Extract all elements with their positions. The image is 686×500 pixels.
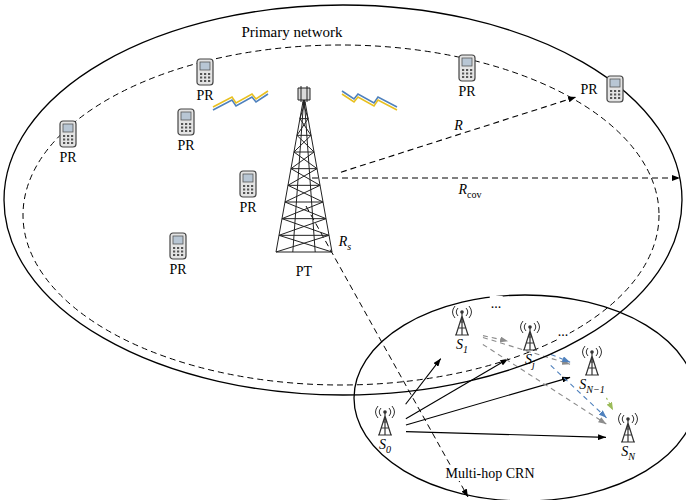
symbol-subscript: j (532, 359, 535, 370)
phone-icon (459, 55, 475, 81)
region-ellipse (4, 5, 682, 395)
radius-label: Rcov (457, 182, 482, 200)
node-label: Sj (525, 352, 535, 370)
symbol-letter: R (454, 118, 463, 133)
node-label: PR (169, 262, 186, 277)
secondary-node: SN−1 (572, 345, 612, 397)
cognitive-radio-network-region: Multi-hop CRNS0S1SjSN−1SN (353, 294, 686, 500)
secondary-node: S1 (442, 305, 482, 357)
region-title: Primary network (241, 24, 342, 41)
node-label: SN (621, 444, 635, 462)
link-arrow (406, 359, 441, 405)
coverage-radius-line (312, 178, 680, 179)
link-arrow (606, 398, 613, 410)
tower-antenna (298, 86, 310, 102)
node-label: PT (296, 264, 312, 279)
primary-receiver: PR (163, 232, 193, 280)
secondary-node: S0 (365, 405, 405, 457)
symbol-subscript: 1 (463, 344, 468, 355)
symbol-letter: S (456, 337, 463, 352)
primary-network-region: Primary networkPT PR PR PR PR PR PR PR (3, 4, 683, 396)
link-arrow (406, 432, 606, 438)
primary-transmitter: PT (268, 86, 340, 282)
symbol-subscript: s (347, 241, 351, 252)
phone-icon (178, 109, 194, 135)
link-arrow (341, 97, 576, 172)
sensing-radius-line (306, 206, 468, 497)
symbol-letter: S (525, 352, 532, 367)
ellipse-outline (3, 4, 683, 396)
region-ellipse (354, 295, 686, 500)
node-label: PR (196, 88, 213, 103)
secondary-node: SN (608, 412, 648, 464)
primary-receiver: PR (233, 170, 263, 218)
phone-icon (170, 233, 186, 259)
coverage-boundary (23, 45, 659, 385)
primary-receiver: PR (190, 58, 220, 106)
node-label: PR (580, 82, 597, 97)
radius-label: Rs (338, 234, 353, 252)
secondary-node: Sj (510, 320, 550, 372)
primary-receiver: PR (452, 54, 482, 102)
symbol-letter: S (579, 377, 586, 392)
primary-receiver: PR (578, 74, 624, 104)
phone-icon (60, 121, 76, 147)
link-arrow (551, 365, 607, 417)
antenna-icon (583, 346, 602, 375)
antenna-icon (453, 306, 472, 335)
symbol-letter: S (379, 437, 386, 452)
ellipsis-mark: ... (557, 324, 570, 339)
node-label: PR (177, 138, 194, 153)
ellipsis-mark: ... (490, 296, 503, 311)
antenna-icon (376, 406, 395, 435)
node-label: SN−1 (579, 377, 605, 395)
tower-outline (268, 86, 340, 282)
node-label: PR (239, 200, 256, 215)
tower-lattice (276, 96, 332, 252)
symbol-letter: R (339, 234, 348, 249)
node-label: S1 (456, 337, 468, 355)
phone-icon (197, 59, 213, 85)
antenna-icon (619, 413, 638, 442)
primary-receiver: PR (171, 108, 201, 156)
symbol-subscript: cov (467, 189, 482, 200)
node-label: PR (458, 84, 475, 99)
symbol-subscript: 0 (386, 444, 391, 455)
signal-bolt (213, 91, 268, 107)
radius-label: R (453, 118, 464, 133)
signal-bolt (342, 94, 397, 110)
primary-receiver: PR (53, 120, 83, 168)
phone-icon (240, 171, 256, 197)
symbol-subscript: N (628, 451, 635, 462)
node-label: PR (59, 150, 76, 165)
link-arrow (551, 354, 570, 362)
symbol-letter: R (458, 182, 467, 197)
region-title: Multi-hop CRN (443, 466, 536, 481)
phone-icon (607, 76, 623, 102)
symbol-subscript: N−1 (586, 384, 605, 395)
node-label: S0 (379, 437, 391, 455)
antenna-icon (521, 321, 540, 350)
symbol-letter: S (621, 444, 628, 459)
